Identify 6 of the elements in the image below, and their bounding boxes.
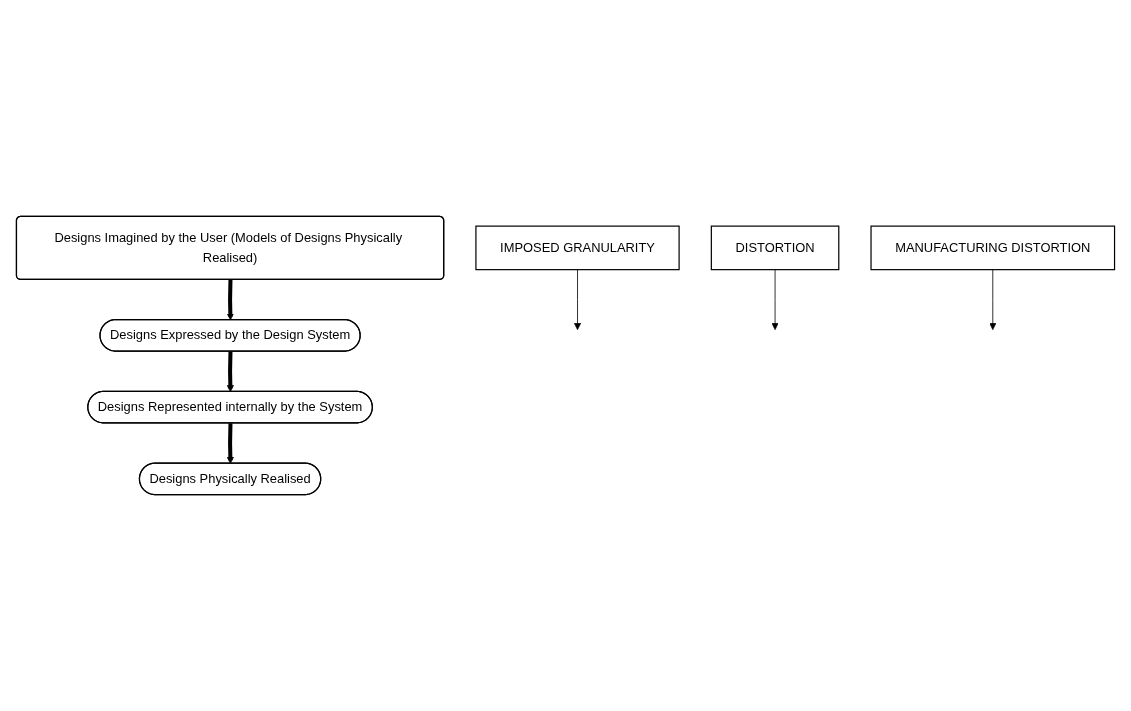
arrow [226, 279, 234, 321]
arrow [226, 351, 234, 393]
node-box: MANUFACTURING DISTORTION [870, 225, 1116, 271]
arrow [226, 423, 234, 464]
node-box: DISTORTION [710, 225, 840, 271]
node-box: IMPOSED GRANULARITY [475, 225, 680, 271]
